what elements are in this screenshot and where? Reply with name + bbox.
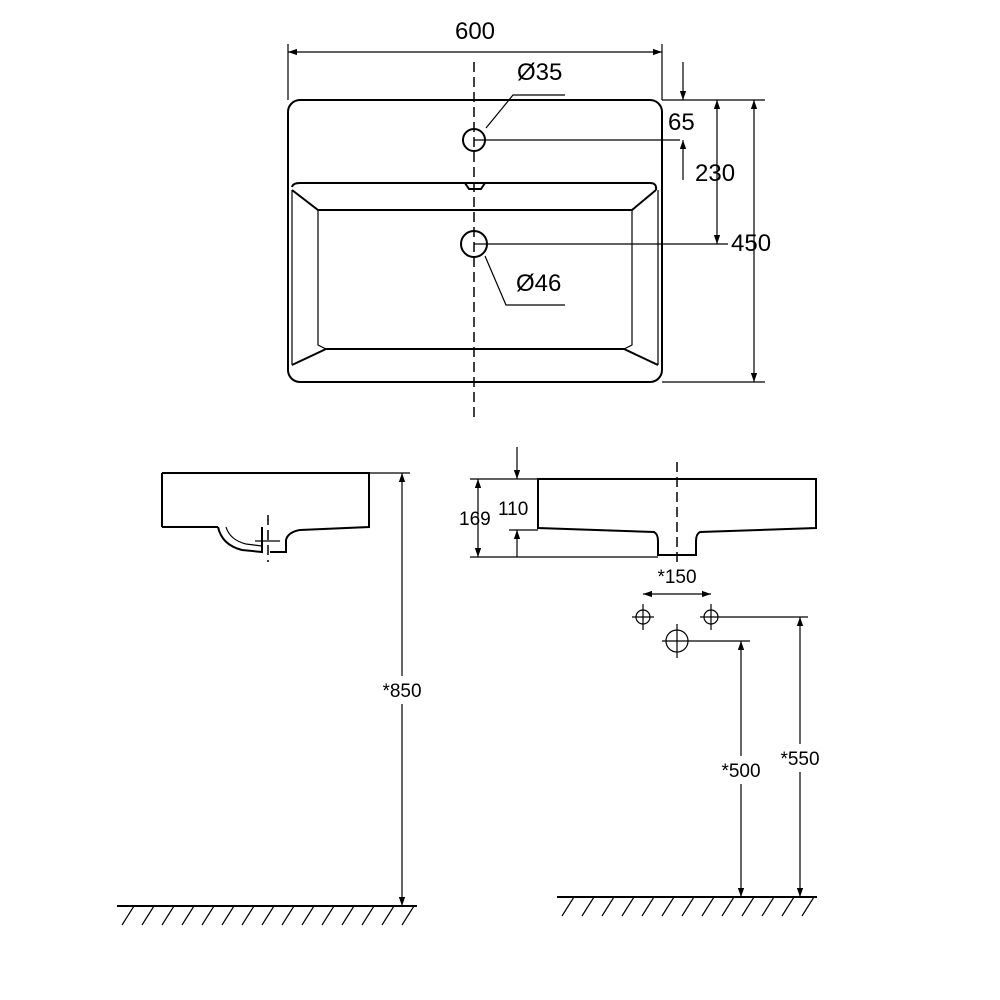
height-dimension-label: *850 [382, 681, 421, 702]
waste-height-label: *500 [721, 761, 760, 782]
side-basin-outline [162, 472, 370, 553]
total-height-label: 169 [459, 509, 491, 530]
tap-offset-label: 65 [668, 109, 695, 136]
basin-outline [287, 99, 663, 383]
basin-rim-ledge [291, 182, 658, 191]
side-view: *850 [117, 472, 426, 926]
width-dimension-label: 600 [455, 18, 495, 45]
bowl-inner-bottom [291, 348, 659, 366]
top-view: Ø35 Ø46 600 65 230 450 [287, 18, 771, 422]
height-label-bg [378, 676, 426, 704]
waste-hole-diameter-label: Ø46 [516, 270, 561, 297]
waste-hole-leader [484, 255, 565, 306]
front-basin-outline [537, 478, 817, 556]
overflow-slot [464, 182, 486, 190]
supply-height-label-bg [774, 744, 826, 772]
supply-height-label: *550 [780, 749, 819, 770]
side-waste-trap-inner [225, 526, 263, 547]
bowl-inner-left [317, 210, 327, 350]
side-waste-trap [217, 526, 263, 554]
tap-hole-diameter-label: Ø35 [517, 59, 562, 86]
tap-hole-leader [485, 94, 565, 129]
front-view: 169 110 *150 *500 *550 [459, 447, 826, 917]
side-floor-hatch [121, 905, 415, 926]
depth-dimension-label: 450 [731, 230, 771, 257]
waste-offset-label: 230 [695, 160, 735, 187]
waste-height-label-bg [715, 756, 767, 784]
front-floor-hatch [561, 896, 815, 917]
bowl-height-label: 110 [498, 499, 528, 520]
bowl-inner-right [623, 210, 633, 350]
bowl-inner-outline [291, 189, 657, 211]
supply-spacing-label: *150 [657, 567, 696, 588]
